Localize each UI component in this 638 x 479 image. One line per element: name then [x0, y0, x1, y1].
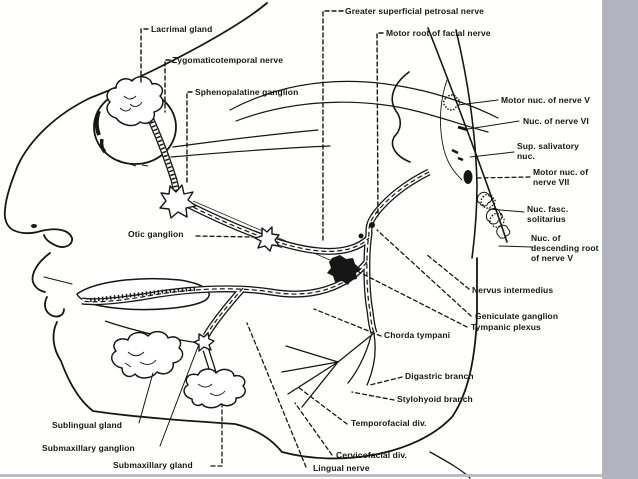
leader-motor-nuc-v — [457, 99, 499, 106]
leader-nuc-vi — [467, 120, 520, 130]
face-profile — [3, 2, 478, 479]
leader-stylohyoid — [351, 391, 395, 401]
label-otic-ganglion: Otic ganglion — [128, 229, 184, 239]
sublingual-gland-shape — [111, 330, 184, 379]
motor-nucleus-vii — [463, 170, 473, 184]
submaxillary-gland-detail — [197, 383, 226, 396]
brainstem-nuclei — [327, 94, 505, 285]
label-motor-root-of-facial-nerve: Motor root of facial nerve — [386, 28, 491, 38]
pons-bracket — [391, 71, 411, 163]
label-temporofacial-div: Temporofacial div. — [351, 418, 427, 428]
forehead-nose-outline — [3, 2, 268, 248]
label-sphenopalatine-ganglion: Sphenopalatine ganglion — [195, 87, 299, 97]
label-geniculate-ganglion: Geniculate ganglion — [475, 311, 559, 321]
genu-dot — [358, 233, 364, 239]
leader-lines — [138, 10, 533, 468]
label-nuc-fasc-solitarius: Nuc. fasc. solitarius — [527, 204, 569, 225]
leader-motor-nuc-vii — [476, 176, 531, 179]
label-sublingual-gland: Sublingual gland — [52, 420, 123, 430]
nostril-mark — [31, 224, 37, 228]
label-greater-superficial-petrosal-nerve: Greater superficial petrosal nerve — [345, 6, 484, 16]
leader-submaxillary-gland — [210, 403, 223, 467]
mouth-line — [43, 276, 73, 285]
leader-motor-root — [376, 32, 384, 217]
submaxillary-ganglion-star — [193, 332, 215, 352]
label-motor-nuc-of-nerve-vii: Motor nuc. of nerve VII — [533, 167, 589, 188]
glands — [106, 76, 246, 409]
sup-salivatory-nucleus — [451, 148, 464, 162]
label-lingual-nerve: Lingual nerve — [313, 463, 370, 473]
label-nervus-intermedius: Nervus intermedius — [472, 285, 554, 295]
motor-nucleus-v — [443, 94, 461, 111]
orbit-rim-mark-2 — [99, 138, 107, 154]
lacrimal-gland-detail — [119, 95, 143, 112]
brainstem-edge — [455, 29, 478, 259]
leader-lingual-nerve — [246, 322, 307, 468]
leader-nuc-fasc-solitarius — [488, 208, 525, 213]
label-submaxillary-ganglion: Submaxillary ganglion — [42, 443, 135, 453]
leader-cervicofacial — [294, 402, 333, 456]
ganglia — [159, 184, 280, 352]
label-stylohyoid-branch: Stylohyoid branch — [397, 394, 473, 404]
orbit-rim-mark-1 — [94, 110, 101, 136]
skull-base-lines — [170, 27, 508, 259]
squiggle-3 — [496, 224, 511, 239]
bottom-strip — [0, 474, 638, 477]
label-submaxillary-gland: Submaxillary gland — [113, 460, 193, 470]
leader-tympanic-plexus — [352, 268, 468, 328]
label-nuc-of-descending-root: Nuc. of descending root of nerve V — [531, 233, 599, 264]
leader-descending-root — [498, 245, 533, 248]
tympanic-plexus-blob — [327, 255, 361, 285]
sublingual-gland-detail — [124, 351, 157, 368]
label-lacrimal-gland: Lacrimal gland — [151, 24, 213, 34]
leader-otic-ganglion — [195, 235, 255, 238]
leader-sup-salivatory — [469, 151, 515, 158]
submaxillary-gland-shape — [183, 368, 246, 409]
skull-base-line-2 — [235, 101, 489, 133]
label-motor-nuc-of-nerve-v: Motor nuc. of nerve V — [501, 95, 590, 105]
ventricle-floor-line — [440, 79, 463, 181]
leader-greater-petrosal — [322, 10, 344, 241]
leader-chorda-tympani — [313, 308, 382, 337]
sphenopalatine-ganglion-star — [159, 184, 197, 219]
leader-digastric — [369, 376, 403, 386]
leader-geniculate — [376, 229, 472, 317]
fan-branches — [281, 332, 375, 408]
lacrimal-gland-shape — [106, 76, 164, 127]
label-sup-salivatory-nuc: Sup. salivatory nuc. — [517, 141, 579, 162]
label-zygomaticotemporal-nerve: Zygomaticotemporal nerve — [172, 55, 284, 65]
chin-jaw-outline — [52, 321, 283, 453]
label-digastric-branch: Digastric branch — [405, 371, 474, 381]
orbit-hatches — [117, 159, 149, 167]
leader-lacrimal-gland — [140, 28, 149, 85]
geniculate-ganglion-dot — [369, 222, 375, 228]
neck-outline — [281, 257, 478, 460]
lips-outline — [31, 252, 65, 318]
right-gray-band — [602, 0, 638, 479]
orbit-line-2 — [170, 145, 331, 158]
leader-zygomaticotemporal — [164, 59, 171, 113]
label-cervicofacial-div: Cervicofacial div. — [336, 450, 408, 460]
leader-temporofacial — [297, 386, 348, 425]
squiggle-1 — [476, 191, 492, 207]
leader-sublingual-gland — [138, 372, 154, 424]
leader-submaxillary-ganglion — [159, 343, 200, 447]
orbit-line-1 — [172, 129, 319, 148]
otic-ganglion-star — [254, 226, 280, 252]
label-tympanic-plexus: Tympanic plexus — [471, 322, 541, 332]
descending-root-line — [427, 27, 508, 243]
leader-sphenopalatine — [186, 91, 193, 185]
label-chorda-tympani: Chorda tympani — [384, 330, 451, 340]
leader-nervus-intermedius — [425, 253, 470, 290]
label-nuc-of-nerve-vi: Nuc. of nerve VI — [523, 116, 589, 126]
facial-branch-fan — [281, 332, 376, 408]
band-centerlines — [81, 171, 430, 337]
digastric-stylohyoid-branches — [347, 333, 376, 386]
nucleus-vi — [457, 125, 469, 132]
